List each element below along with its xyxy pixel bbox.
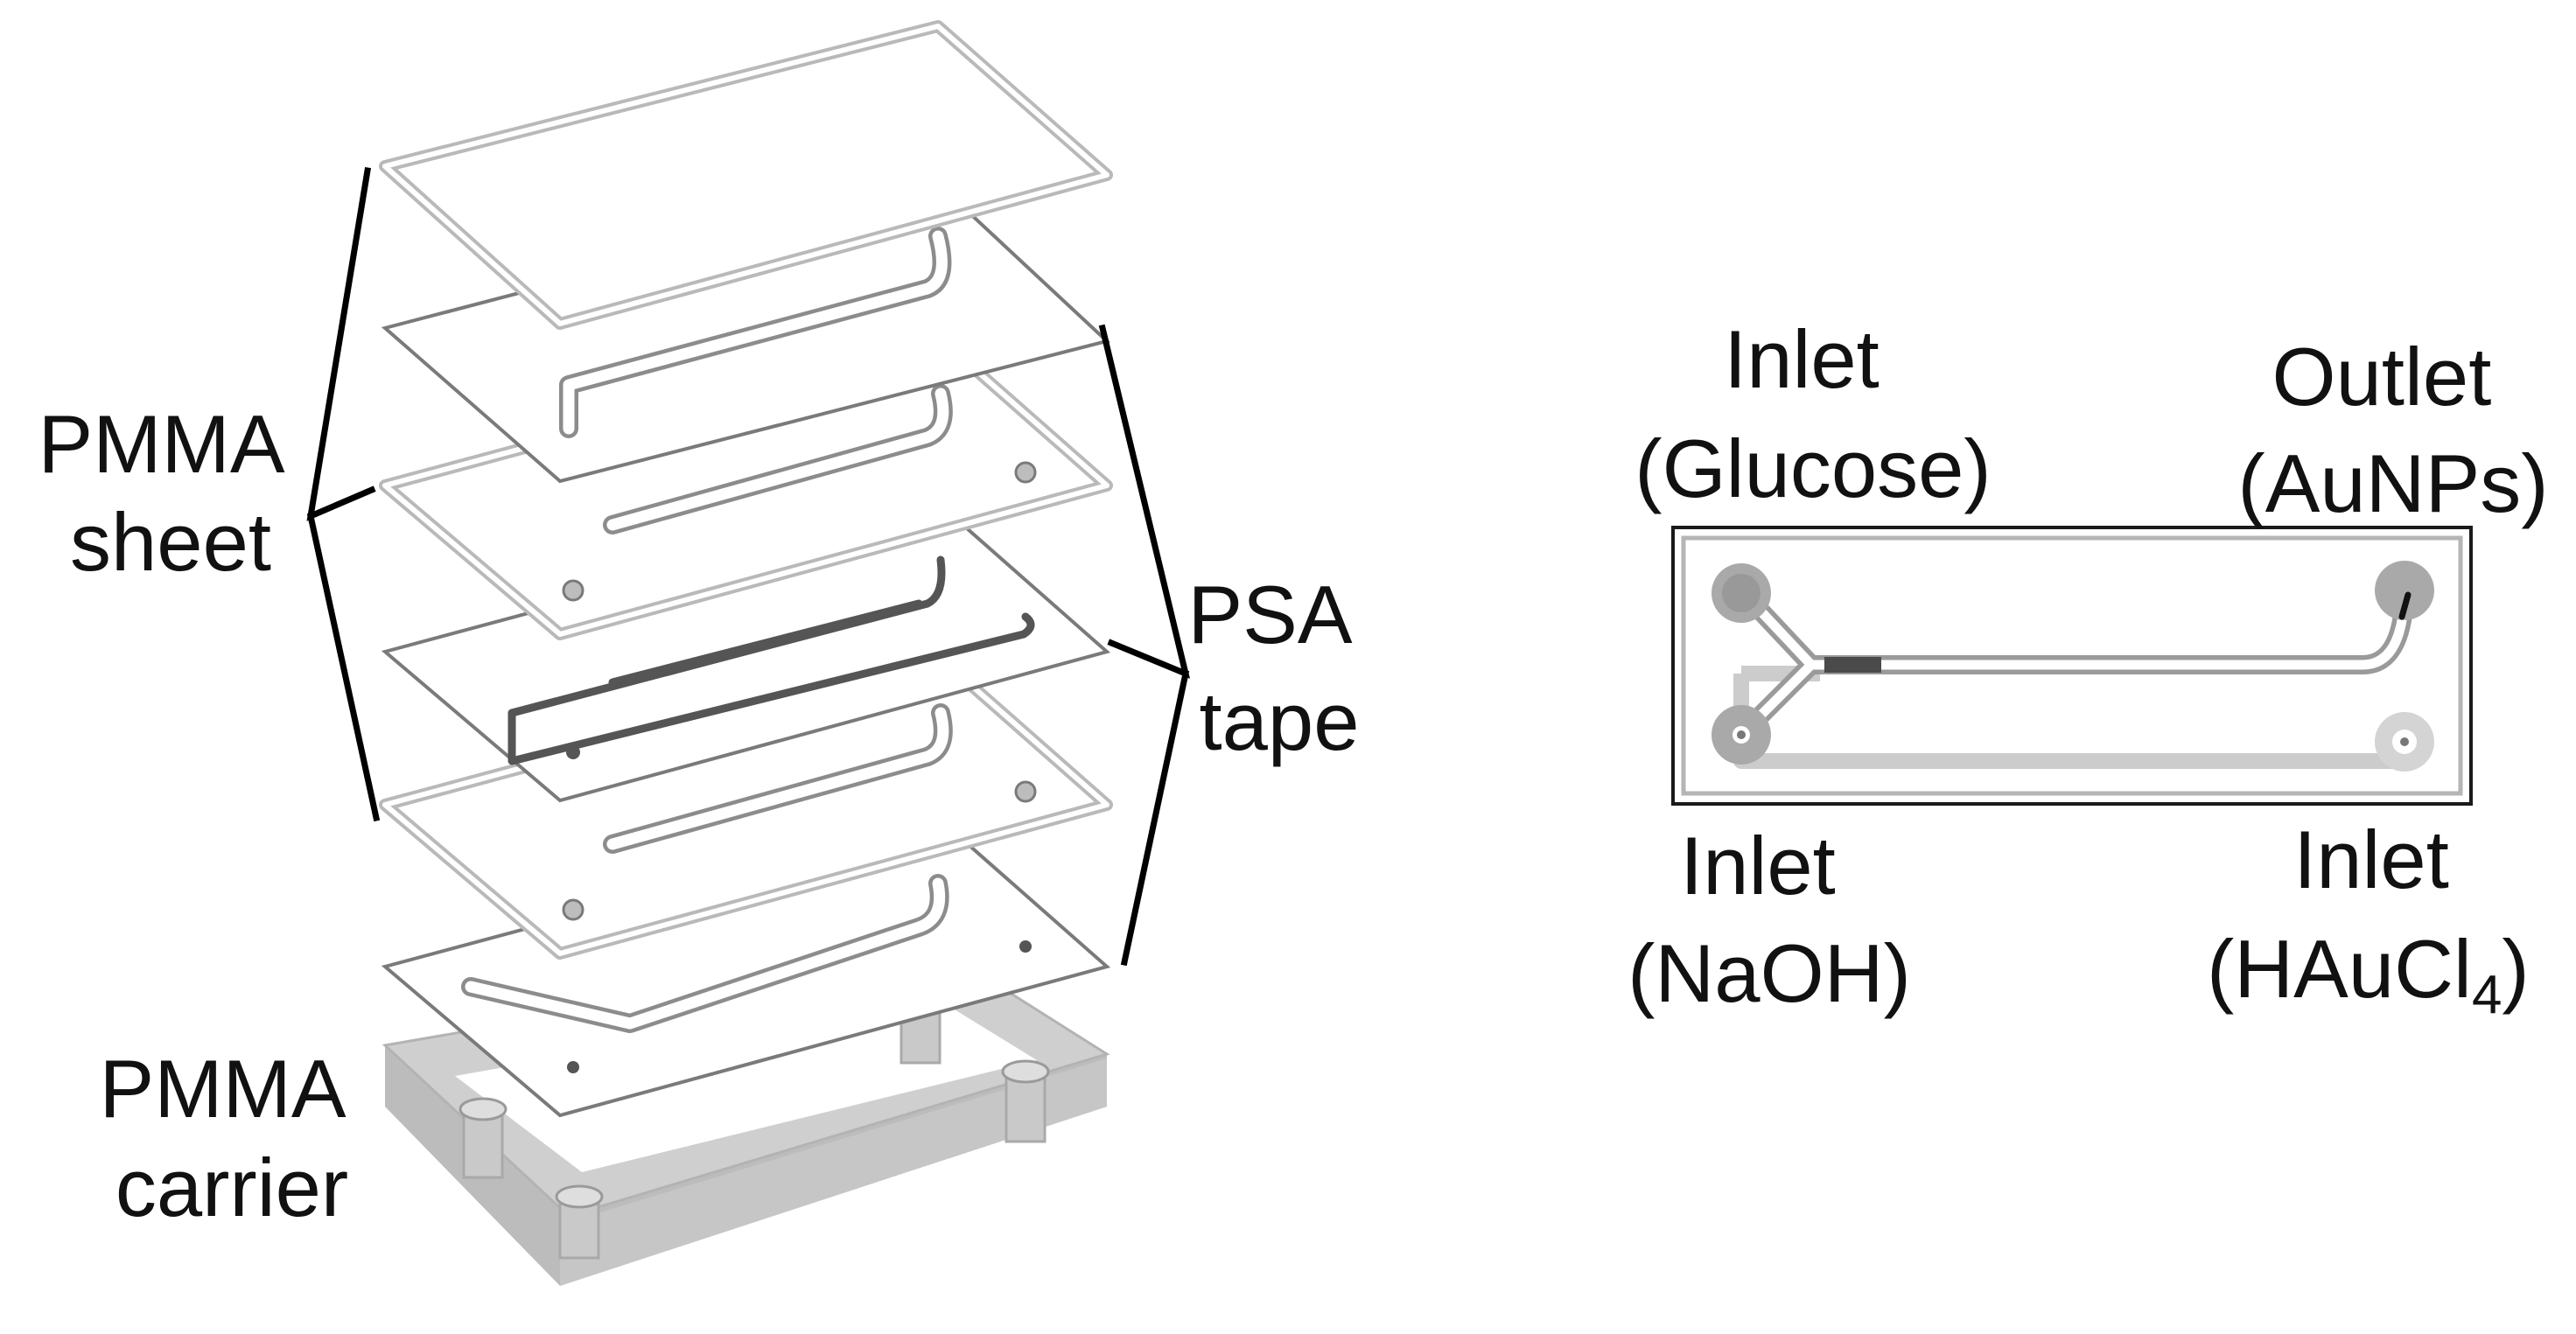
port-naoh (1712, 705, 1771, 765)
psa-tape-layer (379, 20, 1113, 330)
carrier-post (1001, 1059, 1050, 1143)
outlet-aunps-label: Outlet (AuNPs) (2237, 331, 2548, 529)
port-haucl4 (2375, 712, 2434, 772)
carrier-post (555, 1184, 604, 1260)
psa-tape-label: PSA tape (1187, 569, 1370, 767)
inlet-naoh-label: Inlet (NaOH) (1628, 820, 1911, 1019)
inlet-haucl4-label: Inlet (2293, 814, 2449, 905)
pmma-sheet-label: PMMA sheet (38, 398, 304, 588)
pmma-sheet-layer (381, 815, 1111, 1118)
pmma-carrier-label: PMMA carrier (100, 1043, 365, 1233)
psa-tape-bracket (1098, 324, 1191, 967)
carrier-post (458, 1097, 508, 1179)
exploded-view: PMMA sheet PSA tape PMMA carrier (38, 20, 1370, 1286)
port-glucose (1712, 563, 1771, 623)
pmma-sheet-bracket (306, 166, 381, 822)
top-view: Inlet (Glucose) Outlet (AuNPs) Inlet (Na… (1628, 313, 2548, 1025)
port-aunps (2375, 561, 2434, 620)
inlet-haucl4-formula: (HAuCl4) (2207, 923, 2530, 1025)
chip-inner-border (1681, 535, 2463, 796)
inlet-glucose-label: Inlet (Glucose) (1634, 313, 1991, 514)
